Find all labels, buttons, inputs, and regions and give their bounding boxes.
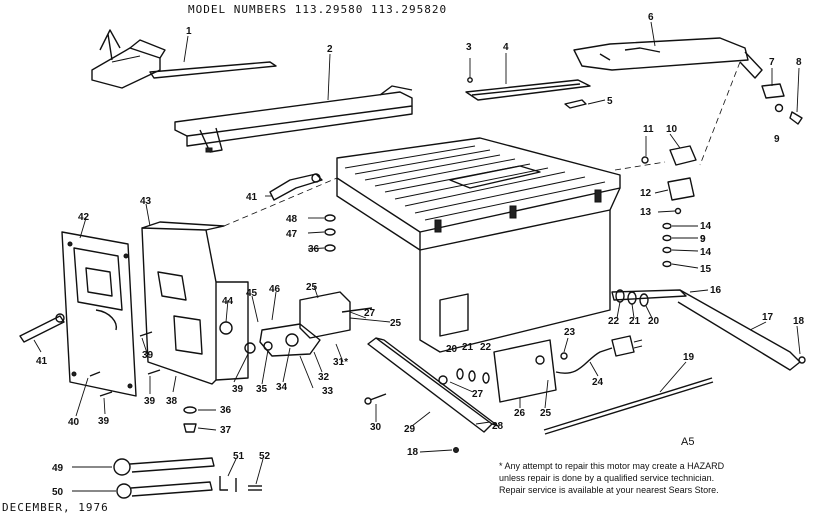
callout-26: 26	[514, 408, 526, 419]
miter-gauge-drawing	[91, 29, 277, 89]
tie-rod-drawing	[543, 377, 714, 435]
callout-9a: 9	[774, 134, 780, 145]
arbor-hardware-drawing	[614, 145, 697, 268]
service-note: * Any attempt to repair this motor may c…	[499, 460, 799, 496]
leader-lines	[33, 21, 801, 492]
callout-42: 42	[78, 212, 90, 223]
table-saw-body-drawing	[336, 137, 621, 353]
callout-39a: 39	[142, 350, 154, 361]
callout-18b: 18	[407, 447, 419, 458]
callout-35: 35	[256, 384, 268, 395]
motor-assembly-drawing	[219, 291, 373, 357]
callout-14a: 14	[700, 221, 712, 232]
callout-27b: 27	[364, 308, 376, 319]
callout-31: 31*	[333, 357, 348, 368]
front-rail-drawing	[611, 289, 806, 371]
callout-10: 10	[666, 124, 678, 135]
callout-39c: 39	[98, 416, 110, 427]
callout-21b: 21	[462, 342, 474, 353]
callout-29: 29	[404, 424, 416, 435]
callout-16: 16	[710, 285, 722, 296]
callout-23: 23	[564, 327, 576, 338]
callout-45: 45	[246, 288, 258, 299]
publication-date: DECEMBER, 1976	[2, 501, 109, 514]
callout-43: 43	[140, 196, 152, 207]
callout-48: 48	[286, 214, 298, 225]
callout-44: 44	[222, 296, 234, 307]
callout-18a: 18	[793, 316, 805, 327]
callout-34: 34	[276, 382, 288, 393]
callout-25c: 25	[540, 408, 552, 419]
front-plate-drawing	[61, 231, 137, 397]
callout-2: 2	[327, 44, 333, 55]
page-title: MODEL NUMBERS 113.29580 113.295820	[188, 3, 448, 16]
callout-22b: 22	[480, 342, 492, 353]
side-panel-drawing	[141, 177, 338, 385]
callout-15: 15	[700, 264, 712, 275]
callout-27a: 27	[472, 389, 484, 400]
callout-9b: 9	[700, 234, 706, 245]
callout-28: 28	[492, 421, 504, 432]
callout-24: 24	[592, 377, 604, 388]
callout-30: 30	[370, 422, 382, 433]
callout-20a: 20	[648, 316, 660, 327]
callout-25a: 25	[306, 282, 318, 293]
callout-19: 19	[683, 352, 695, 363]
callout-3: 3	[466, 42, 472, 53]
service-note-line-1: * Any attempt to repair this motor may c…	[499, 461, 725, 471]
figure-code: A5	[681, 436, 695, 448]
callout-36b: 36	[220, 405, 232, 416]
callout-36a: 36	[308, 244, 320, 255]
callout-21a: 21	[629, 316, 641, 327]
callout-11: 11	[643, 124, 654, 135]
wrenches-drawing	[113, 457, 262, 499]
callout-labels: 1 2 3 4 5 6 7 8 9 9 10 11 12 13 14 9 14 …	[36, 12, 805, 498]
switch-box-drawing	[493, 335, 643, 403]
callout-22a: 22	[608, 316, 620, 327]
callout-32: 32	[318, 372, 330, 383]
callout-1: 1	[186, 26, 192, 37]
callout-51: 51	[233, 451, 245, 462]
shaft-washers-drawing	[183, 214, 336, 433]
callout-9c: 9	[700, 234, 706, 245]
callout-12: 12	[640, 188, 652, 199]
callout-40: 40	[68, 417, 80, 428]
crank-handle-drawing	[19, 173, 323, 343]
callout-25b: 25	[390, 318, 402, 329]
callout-13: 13	[640, 207, 652, 218]
callout-6: 6	[648, 12, 654, 23]
blade-guard-drawing	[573, 37, 763, 166]
callout-39d: 39	[232, 384, 244, 395]
callout-5: 5	[607, 96, 613, 107]
callout-33: 33	[322, 386, 334, 397]
callout-49: 49	[52, 463, 64, 474]
bottom-rail-drawing	[367, 337, 499, 453]
callout-4: 4	[503, 42, 509, 53]
callout-38: 38	[166, 396, 178, 407]
callout-17: 17	[762, 312, 774, 323]
callout-41b: 41	[36, 356, 48, 367]
guard-bracket-drawing	[761, 83, 803, 125]
service-note-line-3: Repair service is available at your near…	[499, 485, 719, 495]
callout-52: 52	[259, 451, 271, 462]
throat-plate-drawing	[465, 58, 591, 109]
service-note-line-2: unless repair is done by a qualified ser…	[499, 473, 715, 483]
callout-7: 7	[769, 57, 775, 68]
callout-39b: 39	[144, 396, 156, 407]
callout-47: 47	[286, 229, 298, 240]
fence-rail-drawing	[174, 85, 413, 153]
callout-37: 37	[220, 425, 232, 436]
callout-41a: 41	[246, 192, 258, 203]
callout-20b: 20	[446, 344, 458, 355]
callout-14b: 14	[700, 247, 712, 258]
callout-46: 46	[269, 284, 281, 295]
callout-8: 8	[796, 57, 802, 68]
callout-50: 50	[52, 487, 64, 498]
screws-drawing	[89, 331, 387, 405]
